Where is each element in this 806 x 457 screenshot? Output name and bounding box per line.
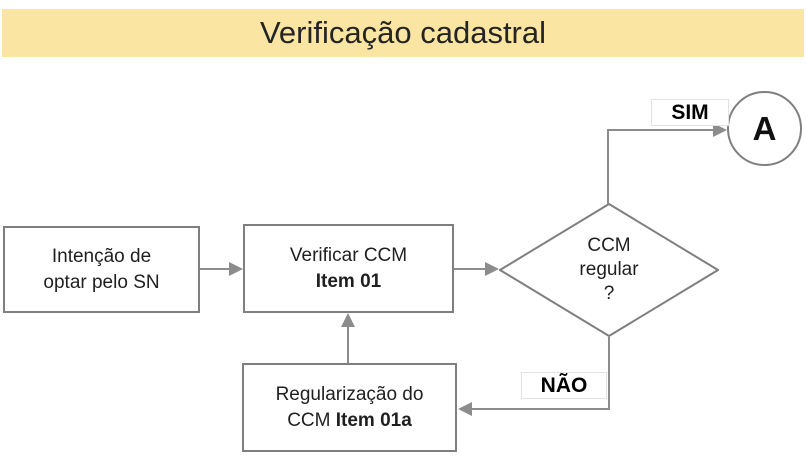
node-text-line: Regularização do xyxy=(275,383,424,405)
edge-regularize-to-verify-line xyxy=(347,326,349,363)
node-regularizacao-ccm: Regularização do CCM Item 01a xyxy=(242,363,457,452)
node-text-line: Verificar CCM xyxy=(289,244,408,266)
edge-sim-vertical-line xyxy=(607,130,609,204)
node-intencao-optar-sn: Intenção de optar pelo SN xyxy=(3,226,200,313)
node-text-line: Intenção de xyxy=(51,245,152,267)
decision-text-line: regular xyxy=(579,259,639,281)
arrowhead-right-icon xyxy=(713,123,727,137)
connector-label: A xyxy=(752,109,777,147)
connector-circle-a: A xyxy=(727,91,802,166)
edge-nao-horizontal-line xyxy=(471,408,610,410)
node-text-line: optar pelo SN xyxy=(43,271,160,293)
decision-text: CCM regular ? xyxy=(499,203,719,337)
decision-ccm-regular: CCM regular ? xyxy=(498,202,720,338)
edge-verify-to-decision-line xyxy=(454,268,486,270)
edge-label-sim: SIM xyxy=(651,99,729,127)
edge-sim-horizontal-line xyxy=(607,129,714,131)
arrowhead-right-icon xyxy=(485,262,499,276)
arrowhead-left-icon xyxy=(458,402,472,416)
arrowhead-up-icon xyxy=(341,313,355,327)
decision-text-line: ? xyxy=(603,282,615,304)
edge-nao-vertical-line xyxy=(608,337,610,410)
edge-start-to-verify-line xyxy=(200,268,231,270)
node-text-normal: CCM xyxy=(287,409,336,431)
title-bar: Verificação cadastral xyxy=(2,9,804,57)
node-text-bold: Item 01a xyxy=(335,409,412,431)
node-text-line: CCM Item 01a xyxy=(287,408,412,434)
page-title: Verificação cadastral xyxy=(259,15,547,50)
edge-label-nao: NÃO xyxy=(521,372,607,400)
node-verificar-ccm: Verificar CCM Item 01 xyxy=(243,224,454,313)
node-text-line-bold: Item 01 xyxy=(315,270,382,292)
decision-text-line: CCM xyxy=(587,235,631,257)
diamond-shape-icon xyxy=(498,202,720,338)
arrowhead-right-icon xyxy=(229,262,243,276)
